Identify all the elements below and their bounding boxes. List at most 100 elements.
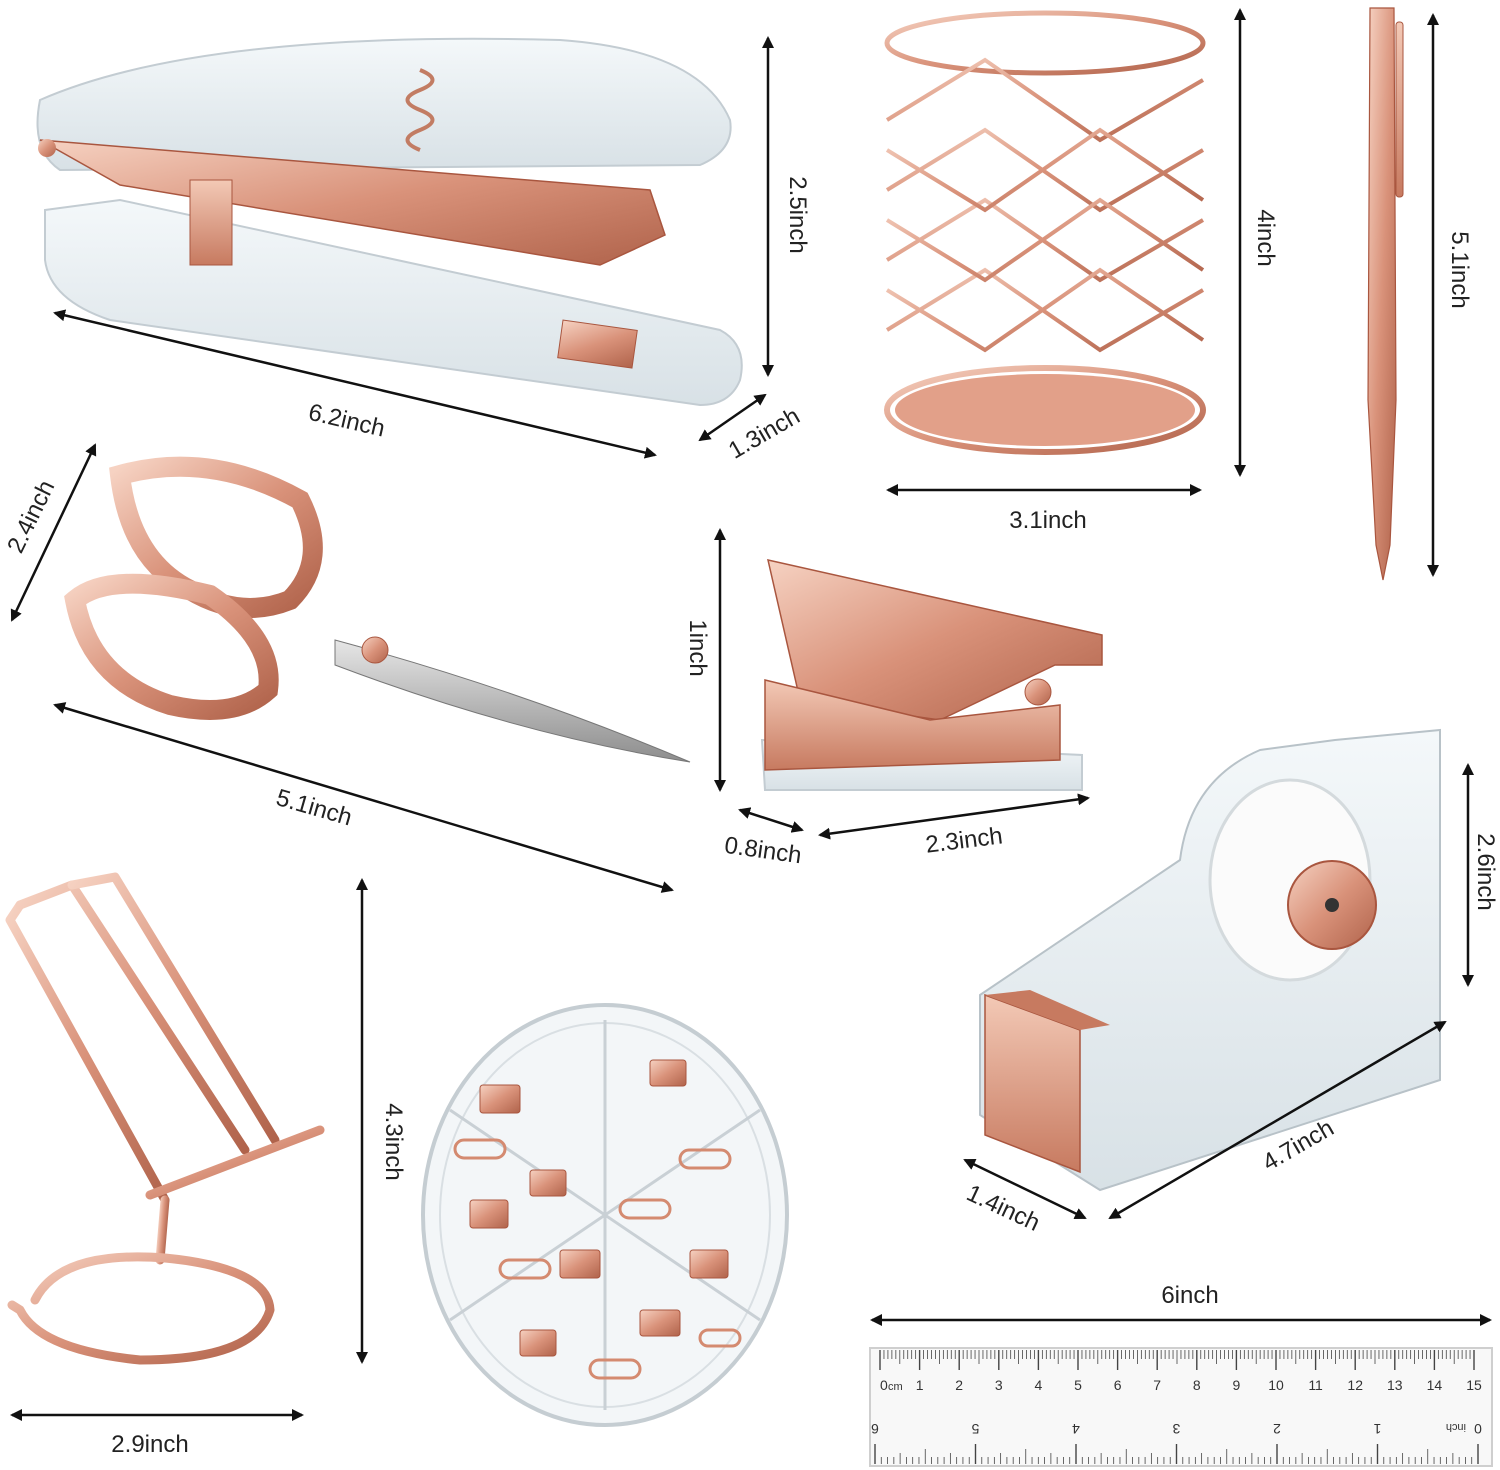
stapler-length-arrow xyxy=(53,309,657,459)
ruler-cm-number: 12 xyxy=(1347,1377,1363,1393)
staple-remover-depth-dimension: 0.8inch xyxy=(723,807,804,870)
scissors-length-arrow xyxy=(53,702,674,893)
ruler-cm-number: 3 xyxy=(995,1377,1003,1393)
pen-length-dimension: 5.1inch xyxy=(1427,12,1473,577)
staple-remover-depth-arrow xyxy=(738,807,804,833)
clip-container xyxy=(421,1003,789,1427)
stapler-pivot xyxy=(38,139,56,157)
ruler-cm-number: 0 xyxy=(880,1377,888,1393)
stapler-width-label: 1.3inch xyxy=(724,402,805,464)
phone-stand-back-left-wire xyxy=(5,900,170,1205)
ruler-inch-scale: 0 1 2 3 4 5 6 inch xyxy=(871,1421,1482,1437)
ruler-inch-number: 1 xyxy=(1373,1421,1381,1437)
stapler-rose-gold-body xyxy=(39,139,666,266)
ruler-cm-number: 7 xyxy=(1153,1377,1161,1393)
staple-remover-depth-label: 0.8inch xyxy=(723,832,803,870)
tape-dispenser-length-arrow xyxy=(1108,1020,1447,1220)
scissors-width-label: 2.4inch xyxy=(2,476,60,557)
pen-holder-top-rim xyxy=(884,10,1206,76)
binder-clips xyxy=(469,1059,729,1357)
staple-remover xyxy=(760,559,1103,791)
pen-length-label: 5.1inch xyxy=(1446,231,1473,308)
ruler-cm-number: 1 xyxy=(916,1377,924,1393)
pen-holder-height-dimension: 4inch xyxy=(1234,7,1279,477)
staple-remover-height-dimension: 1inch xyxy=(684,528,726,792)
pen-holder-base-plate xyxy=(895,374,1195,446)
ruler-inch-number: 4 xyxy=(1072,1421,1080,1437)
staple-remover-pivot xyxy=(1024,678,1052,706)
staple-remover-length-arrow xyxy=(818,793,1090,840)
ruler-cm-number: 6 xyxy=(1114,1377,1122,1393)
stapler xyxy=(36,37,743,407)
scissors-pivot-screw xyxy=(361,636,389,664)
ruler-inch-number: 0 xyxy=(1474,1421,1482,1437)
ruler-inch-number: 5 xyxy=(971,1421,979,1437)
ruler-cm-number: 2 xyxy=(955,1377,963,1393)
tape-dispenser-width-arrow xyxy=(963,1158,1087,1220)
tape-dispenser-cutter-top xyxy=(985,990,1110,1030)
staple-remover-lower-jaw xyxy=(764,679,1061,771)
phone-stand-front-wire xyxy=(67,872,280,1145)
phone-stand-width-dimension: 2.9inch xyxy=(10,1409,304,1458)
phone-stand-height-label: 4.3inch xyxy=(380,1103,407,1180)
stapler-width-arrow xyxy=(698,393,767,442)
ruler-inch-number: 3 xyxy=(1172,1421,1180,1437)
ruler-cm-number: 5 xyxy=(1074,1377,1082,1393)
tape-dispenser xyxy=(979,728,1441,1192)
tape-dispenser-width-dimension: 1.4inch xyxy=(962,1158,1087,1237)
pen-body xyxy=(1367,7,1397,581)
scissors xyxy=(64,456,691,763)
ruler-cm-unit: cm xyxy=(888,1381,903,1393)
pen-holder-height-label: 4inch xyxy=(1252,209,1279,266)
scissors-width-arrow xyxy=(10,443,97,622)
stapler-length-label: 6.2inch xyxy=(306,399,387,443)
phone-stand-ledge xyxy=(145,1125,325,1200)
stapler-height-label: 2.5inch xyxy=(784,176,811,253)
phone-stand-stem xyxy=(155,1195,170,1265)
ruler-cm-number: 11 xyxy=(1308,1377,1323,1393)
phone-stand-height-dimension: 4.3inch xyxy=(356,878,407,1364)
stapler-height-dimension: 2.5inch xyxy=(762,36,811,377)
phone-stand-ring-base xyxy=(7,1252,275,1365)
pen-holder-width-dimension: 3.1inch xyxy=(886,484,1202,534)
phone-stand-back-right-wire xyxy=(15,880,250,1155)
ruler-body xyxy=(869,1347,1493,1467)
scissors-upper-handle xyxy=(109,456,323,618)
ruler-cm-number: 10 xyxy=(1268,1377,1284,1393)
ruler-cm-number: 14 xyxy=(1427,1377,1443,1393)
ruler-inch-number: 6 xyxy=(871,1421,879,1437)
tape-dispenser-height-dimension: 2.6inch xyxy=(1462,763,1499,987)
ruler-length-dimension: 6inch xyxy=(870,1282,1492,1326)
ruler-cm-number: 8 xyxy=(1193,1377,1201,1393)
ruler-length-label: 6inch xyxy=(1161,1282,1218,1309)
tape-dispenser-width-label: 1.4inch xyxy=(962,1180,1044,1237)
stapler-hinge-block xyxy=(189,179,233,266)
paper-clips xyxy=(453,1138,742,1380)
staple-remover-length-label: 2.3inch xyxy=(924,822,1004,858)
scissors-lower-handle xyxy=(64,573,279,720)
pen-clip xyxy=(1395,21,1404,198)
ruler-inch-unit: inch xyxy=(1446,1421,1466,1433)
ruler-inch-ticks xyxy=(874,1444,1479,1464)
pen-holder-width-label: 3.1inch xyxy=(1009,507,1086,534)
stapler-clear-top xyxy=(36,37,732,172)
ruler-cm-number: 15 xyxy=(1466,1377,1482,1393)
tape-dispenser-hub-screw xyxy=(1325,898,1339,912)
phone-stand xyxy=(5,872,325,1365)
ruler-inch-number: 2 xyxy=(1273,1421,1281,1437)
ruler-cm-number: 4 xyxy=(1035,1377,1043,1393)
staple-remover-length-dimension: 2.3inch xyxy=(818,793,1090,859)
stapler-width-dimension: 1.3inch xyxy=(698,393,805,465)
ruler-cm-number: 13 xyxy=(1387,1377,1403,1393)
tape-dispenser-height-label: 2.6inch xyxy=(1472,833,1499,910)
pen xyxy=(1367,7,1404,581)
ruler-cm-number: 9 xyxy=(1233,1377,1241,1393)
ruler-cm-ticks xyxy=(879,1350,1475,1370)
scissors-blade xyxy=(334,639,691,763)
stapler-spring xyxy=(405,68,435,152)
pen-holder xyxy=(884,10,1206,455)
phone-stand-width-label: 2.9inch xyxy=(111,1431,188,1458)
